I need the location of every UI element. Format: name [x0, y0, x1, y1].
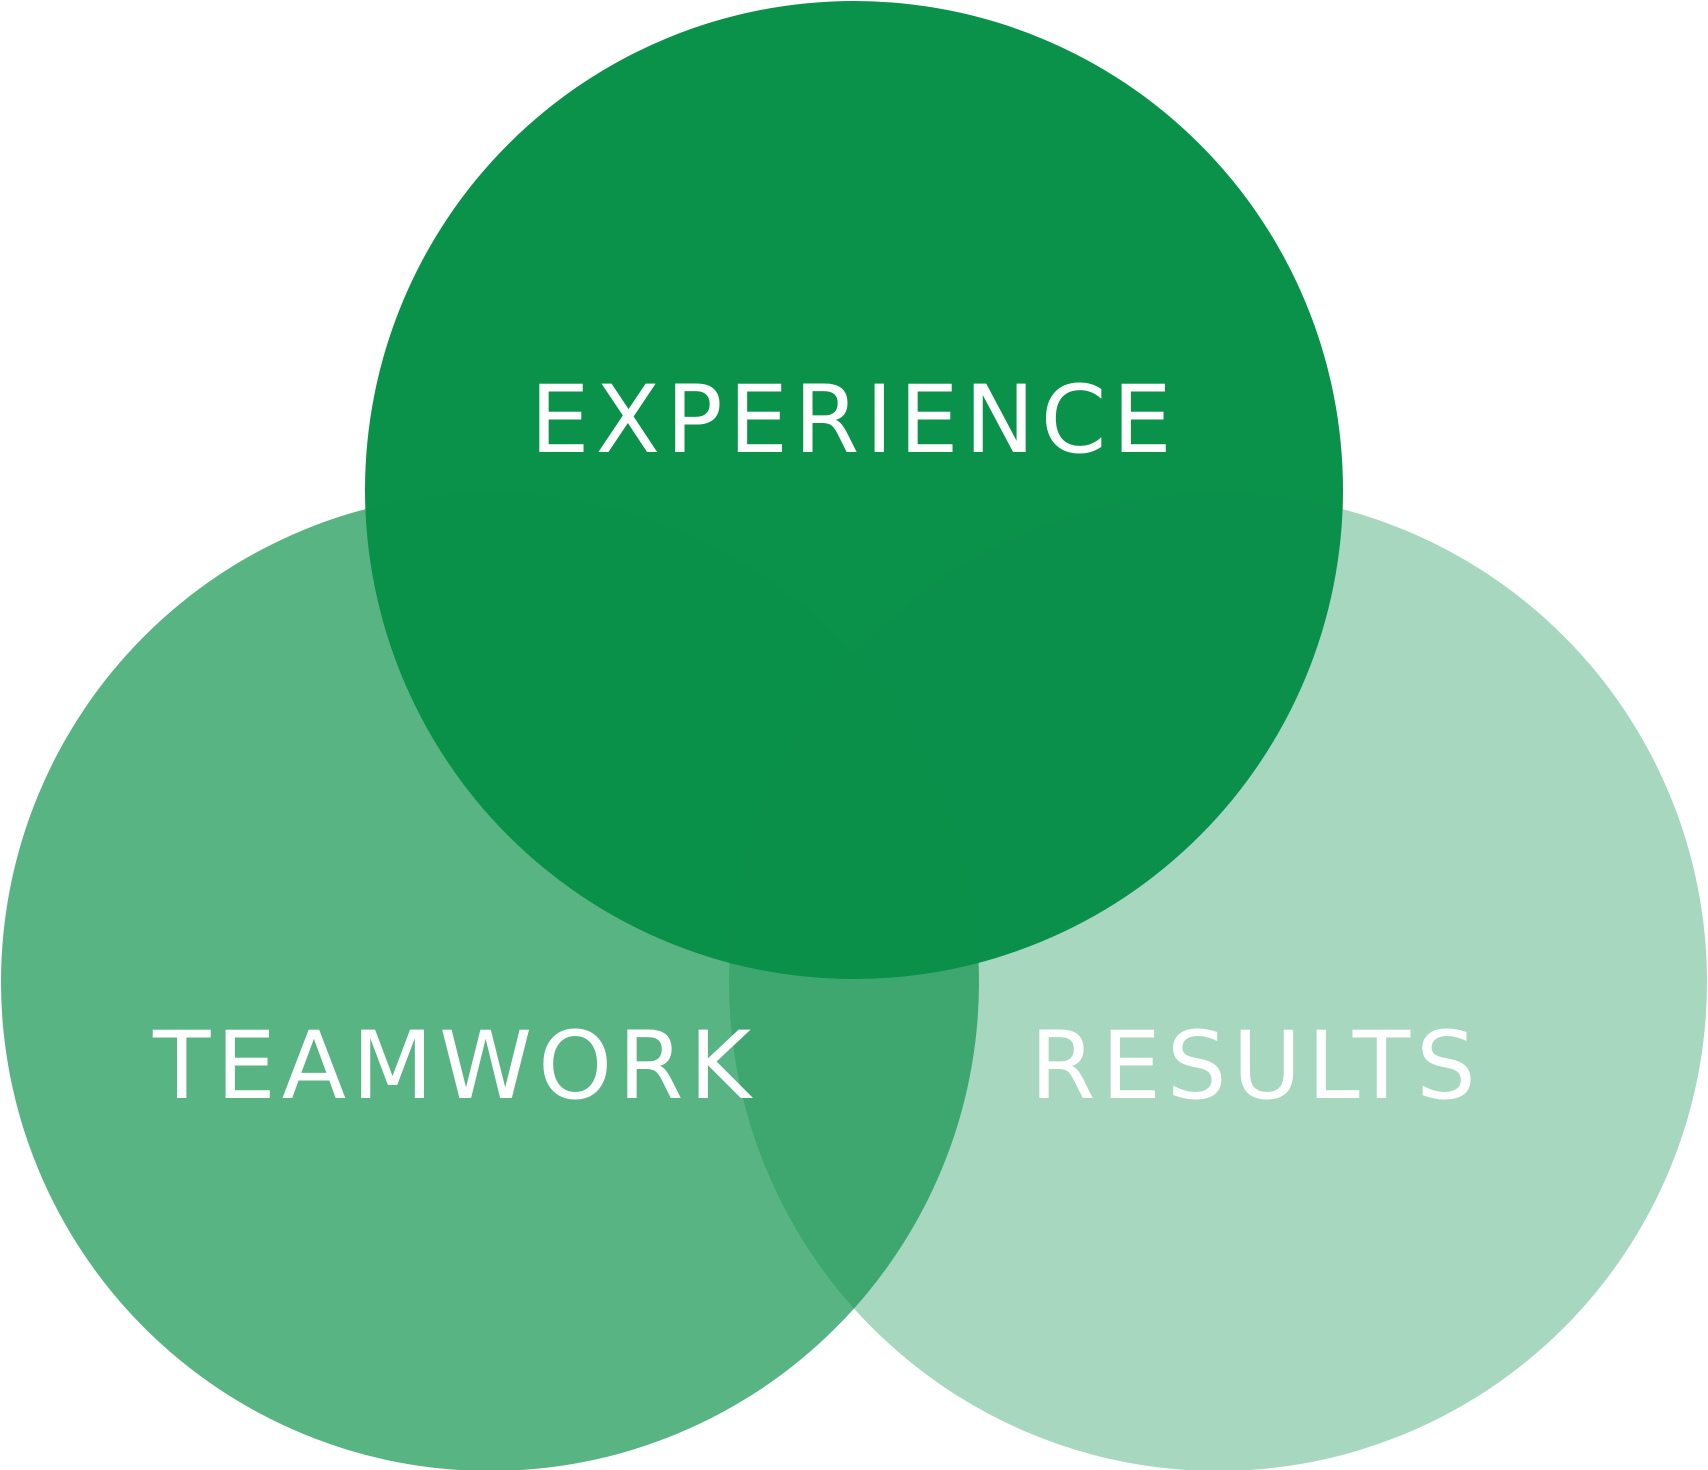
experience-label: EXPERIENCE — [530, 366, 1178, 475]
teamwork-label: TEAMWORK — [152, 1012, 757, 1121]
results-label: RESULTS — [1030, 1012, 1482, 1121]
teamwork-circle — [1, 493, 979, 1470]
results-circle — [729, 493, 1707, 1470]
